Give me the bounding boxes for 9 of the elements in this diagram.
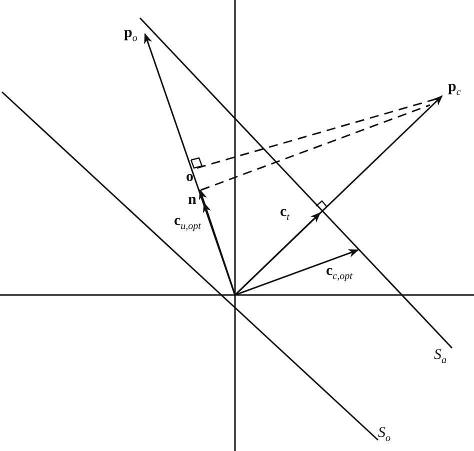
point-label: n <box>188 193 196 208</box>
point-label: S$_{o}$ <box>378 426 390 444</box>
point-label: p$_{o}$ <box>124 26 138 44</box>
point-label: c$_{t}$ <box>280 205 290 223</box>
point-label: c$_{u,opt}$ <box>174 214 201 232</box>
point-label: c$_{c,opt}$ <box>326 264 352 282</box>
point-label: o <box>186 170 194 185</box>
point-label: p$_{c}$ <box>448 80 461 98</box>
point-label: S$_{a}$ <box>434 348 446 366</box>
